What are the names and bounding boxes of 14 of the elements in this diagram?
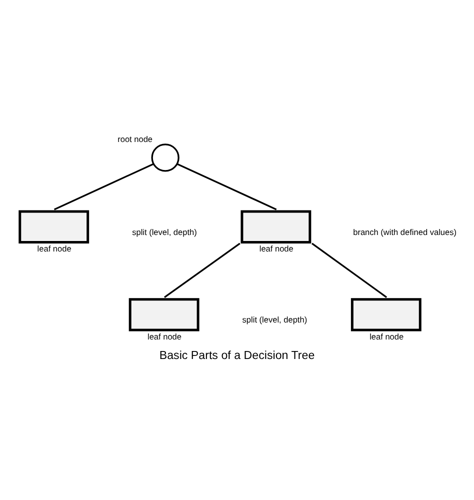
connector — [54, 162, 154, 210]
caption: Basic Parts of a Decision Tree — [159, 348, 315, 362]
connector — [164, 242, 240, 298]
connector — [312, 242, 388, 298]
node-label: leaf node — [259, 244, 294, 254]
node-label: leaf node — [148, 332, 182, 342]
label: split (level, depth) — [132, 227, 197, 236]
node-label: root node — [118, 134, 153, 144]
node-circle — [151, 143, 180, 172]
connector — [176, 162, 277, 210]
node-label: leaf node — [37, 244, 72, 254]
node-label: leaf node — [370, 332, 404, 342]
label: split (level, depth) — [242, 315, 308, 324]
label: branch (with defined values) — [353, 227, 456, 236]
